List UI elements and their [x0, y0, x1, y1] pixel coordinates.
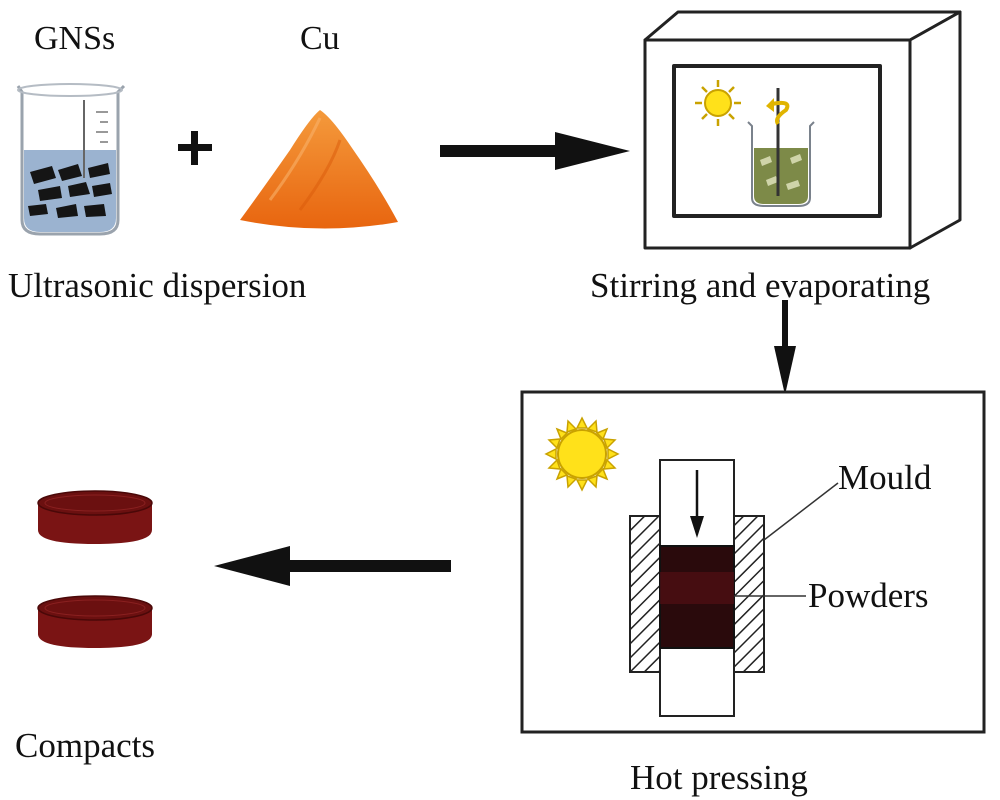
gnss-label: GNSs — [34, 20, 116, 57]
hot-pressing-label: Hot pressing — [630, 758, 808, 797]
powders-label: Powders — [808, 576, 929, 615]
pressure-arrow-icon — [690, 470, 704, 538]
compacts-label: Compacts — [15, 726, 155, 765]
mould-leader-line — [763, 482, 839, 541]
sun-icon — [544, 416, 620, 492]
copper-powder-icon — [240, 110, 398, 229]
press-mould — [629, 515, 765, 673]
compact-disc-icon — [37, 595, 153, 648]
arrow-right-icon — [440, 132, 630, 170]
powder-block — [659, 545, 735, 649]
sun-icon — [695, 80, 741, 126]
arrow-down-icon — [774, 300, 796, 395]
arrow-left-icon — [214, 546, 451, 586]
ultrasonic-dispersion-label: Ultrasonic dispersion — [8, 266, 307, 305]
stirring-beaker-icon — [747, 88, 815, 207]
stirring-oven-icon — [643, 10, 962, 250]
mould-label: Mould — [838, 458, 932, 497]
cu-label: Cu — [300, 20, 340, 57]
stirring-evaporating-label: Stirring and evaporating — [590, 266, 931, 305]
press-punch-bottom — [659, 647, 735, 717]
compact-disc-icon — [37, 490, 153, 544]
gnss-beaker-icon — [16, 83, 126, 236]
plus-icon — [178, 131, 212, 165]
